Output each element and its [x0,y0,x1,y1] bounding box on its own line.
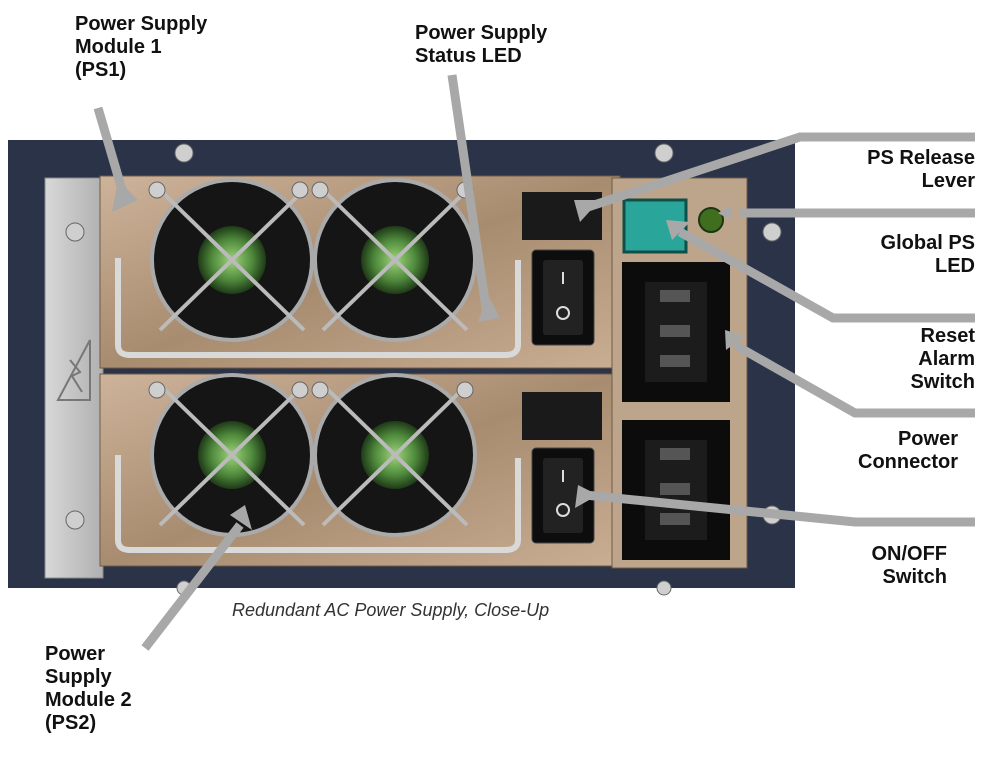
ps2-fans [115,373,521,553]
ps2-on-off-switch[interactable] [531,447,595,544]
hazard-icon [56,339,91,401]
ps1-release-lever[interactable] [522,192,602,240]
global-ps-led [698,207,724,233]
ps2-release-lever[interactable] [522,392,602,440]
figure-caption: Redundant AC Power Supply, Close-Up [232,600,550,620]
ps1-on-off-switch[interactable] [531,249,595,346]
power-connector-1[interactable] [622,262,730,402]
leader-arrowheads [112,180,745,530]
label-reset-alarm-switch: Reset Alarm Switch [910,325,975,393]
label-global-ps-led: Global PS LED [880,232,975,277]
label-on-off-switch: ON/OFF Switch [871,543,947,588]
ps1-fans [115,178,521,358]
label-ps2: Power Supply Module 2 (PS2) [45,643,132,734]
power-connector-2[interactable] [622,420,730,560]
label-ps-release-lever: PS Release Lever [867,147,975,192]
label-ps-status-led: Power Supply Status LED [415,22,548,67]
label-ps1: Power Supply Module 1 (PS1) [75,13,208,81]
label-power-connector: Power Connector [858,428,958,473]
